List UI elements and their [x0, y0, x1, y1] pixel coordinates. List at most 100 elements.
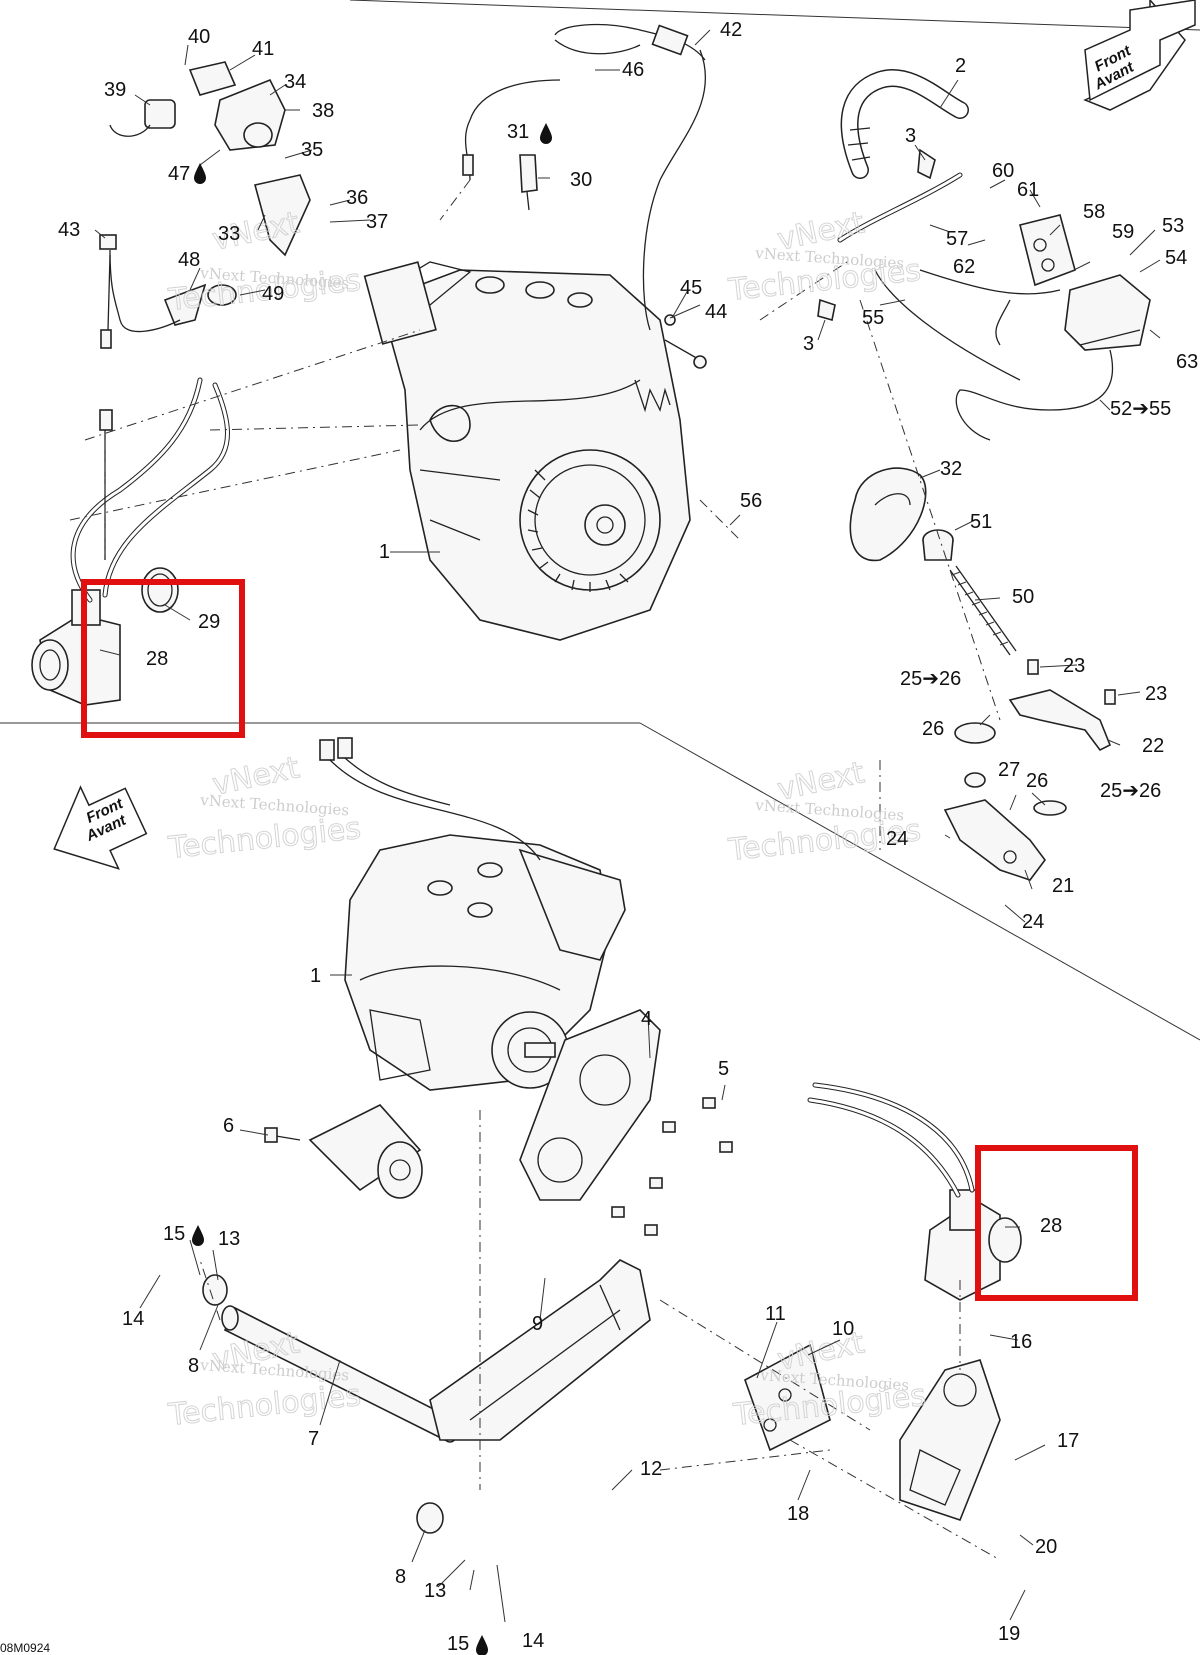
bracket-58 — [1019, 214, 1076, 287]
callout-1: 1 — [379, 541, 390, 563]
watermark-text: Technologies — [166, 811, 362, 866]
callout-36: 36 — [346, 187, 368, 209]
throttle-body-34 — [188, 61, 286, 151]
callout-49: 49 — [262, 283, 284, 305]
callout-7: 7 — [308, 1428, 319, 1450]
callout-13: 13 — [218, 1228, 240, 1250]
callout-61: 61 — [1017, 179, 1039, 201]
callout-15: 15 — [447, 1633, 469, 1655]
clamp-3 — [817, 148, 936, 322]
callout-47: 47 — [168, 163, 190, 185]
callout-23: 23 — [1063, 655, 1085, 677]
section-dividers — [0, 0, 1200, 1041]
callout-40: 40 — [188, 26, 210, 48]
carburetor-bottom — [807, 1082, 1022, 1301]
callout-5: 5 — [718, 1058, 729, 1080]
clamp-29 — [141, 567, 179, 613]
callout-6: 6 — [223, 1115, 234, 1137]
carburetor-top — [31, 377, 230, 706]
oil-drop-icon — [476, 1635, 488, 1655]
callout-53: 53 — [1162, 215, 1184, 237]
sensor-48 — [163, 283, 237, 326]
assembly-lines — [69, 179, 1001, 1561]
rubber-mount-26 — [954, 722, 1067, 816]
callout-46: 46 — [622, 59, 644, 81]
callout-43: 43 — [58, 219, 80, 241]
callout-45: 45 — [680, 277, 702, 299]
callout-30: 30 — [570, 169, 592, 191]
wire-harness-55 — [874, 269, 1114, 441]
callout-42: 42 — [720, 19, 742, 41]
callout-24: 24 — [1022, 911, 1044, 933]
carb-bracket — [899, 1359, 1001, 1521]
ignition-coil-54 — [1064, 274, 1151, 351]
highlight-box-top — [81, 579, 245, 738]
callout-48: 48 — [178, 249, 200, 271]
figure-code: 08M0924 — [0, 1641, 50, 1655]
callout-35: 35 — [301, 139, 323, 161]
oil-drop-icon — [194, 163, 206, 184]
highlight-box-bottom — [975, 1145, 1138, 1301]
hose-57 — [837, 172, 963, 243]
engine-top-view — [363, 261, 691, 641]
callout-28: 28 — [146, 648, 168, 670]
callout-24: 24 — [886, 828, 908, 850]
callout-50: 50 — [1012, 586, 1034, 608]
callout-18: 18 — [787, 1503, 809, 1525]
callout-17: 17 — [1057, 1430, 1079, 1452]
callout-23: 23 — [1145, 683, 1167, 705]
callout-14: 14 — [522, 1630, 544, 1652]
mount-plate — [744, 1343, 831, 1452]
sensor-39 — [109, 99, 176, 137]
leader-lines — [94, 29, 1161, 1623]
callout-32: 32 — [940, 458, 962, 480]
callout-19: 19 — [998, 1623, 1020, 1645]
callout-3: 3 — [803, 333, 814, 355]
callout-54: 54 — [1165, 247, 1187, 269]
ground-wire-44 — [664, 314, 707, 369]
callout-10: 10 — [832, 1318, 854, 1340]
callout-60: 60 — [992, 160, 1014, 182]
gasket — [519, 1009, 661, 1201]
callout-56: 56 — [740, 490, 762, 512]
callout-25-26: 25➔26 — [1100, 780, 1161, 802]
callout-44: 44 — [705, 301, 727, 323]
callout-1: 1 — [310, 965, 321, 987]
callout-55: 55 — [862, 307, 884, 329]
callout-57: 57 — [946, 228, 968, 250]
callout-58: 58 — [1083, 201, 1105, 223]
callout-14: 14 — [122, 1308, 144, 1330]
front-arrow-icon — [53, 785, 148, 870]
spark-plug-30 — [519, 154, 538, 211]
callout-16: 16 — [1010, 1331, 1032, 1353]
callout-27: 27 — [998, 759, 1020, 781]
callout-4: 4 — [641, 1008, 652, 1030]
callout-12: 12 — [640, 1458, 662, 1480]
callout-3: 3 — [905, 125, 916, 147]
callout-39: 39 — [104, 79, 126, 101]
callout-21: 21 — [1052, 875, 1074, 897]
callout-13: 13 — [424, 1580, 446, 1602]
callout-25-26: 25➔26 — [900, 668, 961, 690]
callout-11: 11 — [765, 1303, 786, 1325]
callout-62: 62 — [953, 256, 975, 278]
callout-59: 59 — [1112, 221, 1134, 243]
oil-drop-icon — [192, 1225, 204, 1246]
callout-51: 51 — [970, 511, 992, 533]
callout-26: 26 — [1026, 770, 1048, 792]
callout-22: 22 — [1142, 735, 1164, 757]
watermark-text: Technologies — [166, 1378, 362, 1433]
callout-2: 2 — [955, 55, 966, 77]
bracket-33 — [254, 174, 311, 257]
rubber-mount — [202, 1274, 444, 1534]
callout-38: 38 — [312, 100, 334, 122]
callout-8: 8 — [395, 1566, 406, 1588]
bracket-21 — [943, 799, 1046, 881]
bolts-5 — [611, 1097, 733, 1236]
throttle-cable-42 — [462, 23, 706, 331]
starter-motor — [264, 1104, 423, 1199]
engine-wiring-bottom — [319, 737, 541, 861]
callout-20: 20 — [1035, 1536, 1057, 1558]
callout-37: 37 — [366, 211, 388, 233]
callout-33: 33 — [218, 223, 240, 245]
